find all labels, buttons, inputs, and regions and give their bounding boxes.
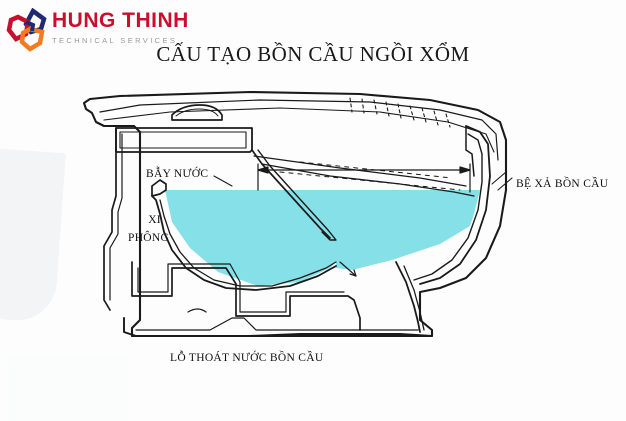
left-inner-wall-2 (109, 133, 123, 301)
pedestal-inner-chamber (131, 261, 361, 331)
rim-inner-line-2 (103, 107, 495, 153)
pedestal-inner-chamber-2 (137, 263, 345, 313)
siphon-inner (159, 199, 337, 287)
page-title: CẤU TẠO BỒN CẦU NGỒI XỔM (0, 42, 626, 67)
pedestal-floor-2 (135, 317, 419, 331)
leader-line-flush (497, 177, 513, 191)
drain-pointer-head (349, 269, 357, 277)
pedestal-floor (131, 333, 433, 337)
drain-pointer (339, 261, 357, 277)
water-fill-right-shelf (336, 214, 474, 270)
pedestal-right-leg (395, 261, 421, 333)
base-detail-hook (187, 308, 207, 313)
label-drain-hole: LỖ THOÁT NƯỚC BỒN CẦU (170, 352, 324, 364)
page-title-text: CẤU TẠO BỒN CẦU NGỒI XỔM (156, 42, 470, 66)
left-inner-wall (103, 127, 117, 311)
bowl-shading (279, 161, 461, 191)
label-water-trap: BẪY NƯỚC (146, 168, 209, 180)
seat-boss (171, 104, 223, 121)
leader-line-trap (213, 175, 233, 187)
dimension-arrow (257, 163, 471, 193)
flush-base-inner (413, 133, 483, 281)
siphon-outer (151, 195, 337, 291)
pedestal-foot-left (123, 317, 137, 337)
pedestal-right-leg-2 (403, 265, 425, 331)
water-fill (165, 190, 480, 286)
leader-line-flush-2 (491, 171, 507, 185)
label-siphon-line2: PHÔNG (128, 231, 170, 244)
seat-boss-inner (175, 108, 219, 117)
rim-inner-line (99, 99, 499, 161)
flush-base-notch (465, 125, 475, 177)
brand-logo: HUNG THINH TECHNICAL SERVICES (4, 6, 204, 52)
seat-top-box-inner (119, 131, 247, 149)
label-siphon-line1: XI (148, 214, 161, 226)
trap-lip (151, 179, 167, 197)
bowl-inner-contour-2 (253, 155, 467, 187)
brand-text: HUNG THINH TECHNICAL SERVICES (52, 10, 202, 45)
label-flush-base: BỆ XẢ BỒN CẦU (516, 178, 609, 190)
brand-tagline: TECHNICAL SERVICES (52, 36, 178, 45)
interlocking-chain-links-icon (6, 7, 50, 52)
background-wash-bottom (8, 355, 128, 421)
bowl-chute (251, 149, 331, 239)
label-siphon: XI PHÔNG (128, 212, 169, 248)
brand-name: HUNG THINH (52, 9, 189, 32)
flush-base-outer (419, 125, 491, 285)
rim-hatching (349, 97, 451, 128)
